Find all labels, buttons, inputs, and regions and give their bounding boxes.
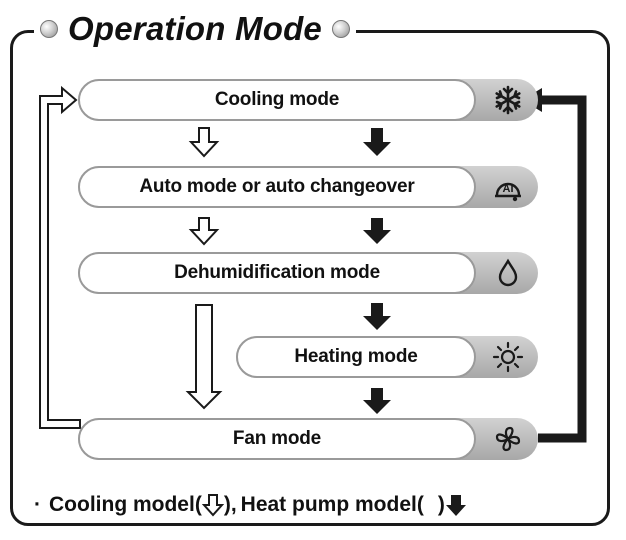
mode-label-heating: Heating mode [236, 336, 476, 378]
heatpump-arrow-2 [363, 218, 391, 244]
legend-heatpump-text: Heat pump model( [240, 493, 424, 516]
heatpump-return-loop [538, 95, 587, 443]
legend-bullet: · [34, 493, 41, 516]
cooling-arrow-1 [188, 127, 220, 158]
legend-close: ) [437, 493, 445, 516]
water-drop-icon [492, 257, 524, 289]
cooling-arrow-2 [188, 217, 220, 246]
diagram-title: Operation Mode [68, 10, 322, 47]
title-bar: Operation Mode [34, 4, 356, 54]
legend-cooling-text: Cooling model( [49, 493, 202, 516]
mode-row-fan: Fan mode [78, 418, 538, 460]
mode-label-cooling: Cooling mode [78, 79, 476, 121]
mode-label-auto: Auto mode or auto changeover [78, 166, 476, 208]
sun-icon [492, 341, 524, 373]
snowflake-icon [492, 84, 524, 116]
legend-separator: ), [223, 493, 237, 516]
legend: · Cooling model( ), Heat pump model( ) [34, 492, 467, 518]
heatpump-arrow-1 [363, 128, 391, 156]
cooling-arrow-long [185, 304, 223, 410]
mode-label-dehumidification: Dehumidification mode [78, 252, 476, 294]
heatpump-arrow-4 [363, 388, 391, 414]
auto-ai-icon: AI [492, 171, 524, 203]
svg-text:AI: AI [503, 183, 514, 195]
mode-row-dehumidification: Dehumidification mode [78, 252, 538, 294]
cooling-return-loop [39, 85, 81, 429]
mode-row-cooling: Cooling mode [78, 79, 538, 121]
title-bead-right [331, 20, 350, 38]
mode-label-fan: Fan mode [78, 418, 476, 460]
heatpump-arrow-3 [363, 303, 391, 330]
mode-row-heating: Heating mode [236, 336, 538, 378]
legend-black-arrow-icon [445, 492, 467, 518]
title-bead-left [40, 20, 58, 38]
legend-white-arrow-icon [201, 492, 224, 518]
mode-row-auto: Auto mode or auto changeover AI [78, 166, 538, 208]
fan-icon [492, 423, 524, 455]
